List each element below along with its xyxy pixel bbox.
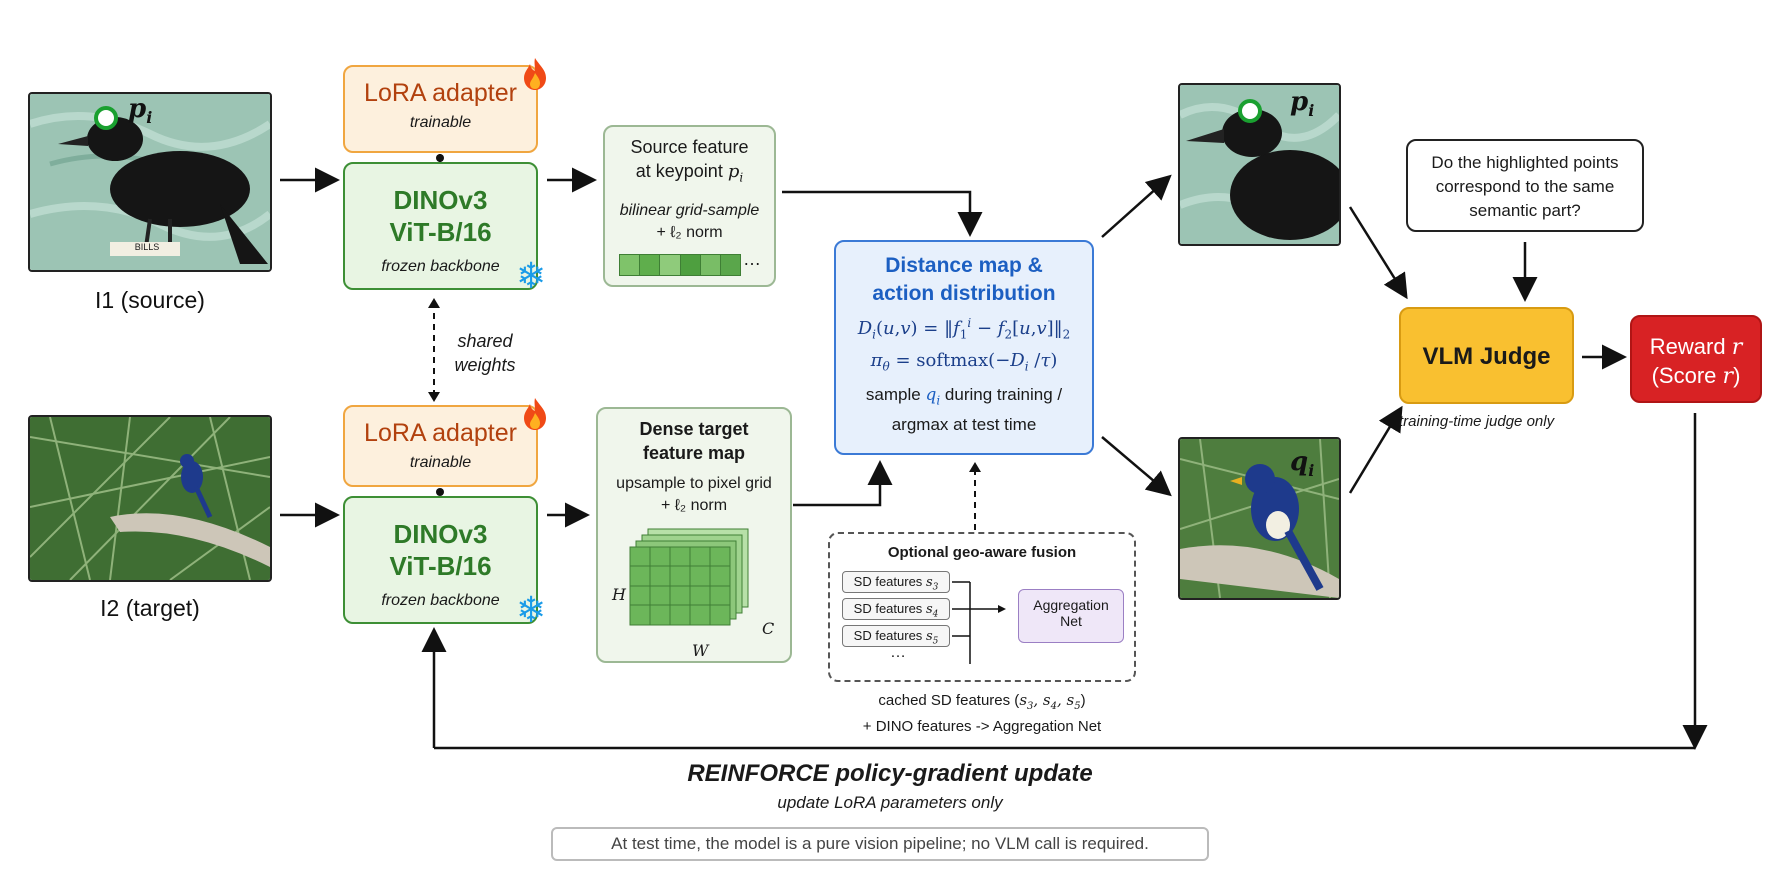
distance-sample3: argmax at test time	[891, 414, 1037, 434]
bluebird-picture	[30, 417, 270, 580]
test-time-note: At test time, the model is a pure vision…	[551, 827, 1209, 861]
arrow-source-feature-to-distance	[782, 190, 983, 237]
keypoint-marker	[94, 106, 118, 130]
update-subtitle: update LoRA parameters only	[777, 793, 1003, 812]
dense-title2: feature map	[642, 443, 746, 463]
source-feature-keypoint: pi	[727, 161, 744, 185]
dino-bottom-sub: frozen backbone	[381, 592, 500, 609]
feature-grid-icon	[629, 528, 749, 626]
vlm-judge-label: VLM Judge	[1422, 343, 1551, 370]
geo-fusion-box: Optional geo-aware fusion SD features s3…	[828, 532, 1136, 682]
crow-picture	[30, 94, 270, 270]
policy-equation: πθ = softmax(−Di /τ)	[870, 349, 1058, 374]
target-caption: I2 (target)	[100, 595, 200, 621]
source-image-highlighted: pi	[1178, 83, 1341, 246]
grid-w-label: W	[692, 641, 709, 660]
snowflake-icon: ❄	[516, 589, 547, 630]
dense-title1: Dense target	[639, 419, 749, 439]
lora-top-sub: trainable	[409, 114, 472, 131]
distance-equation: Di(u,v) = ‖f1i − f2[u,v]‖2	[857, 316, 1071, 342]
target-keypoint-label: qi	[1290, 447, 1315, 481]
distance-sample1: sample	[865, 385, 921, 405]
sd-ellipsis: …	[890, 644, 906, 661]
lora-bottom-title: LoRA adapter	[364, 419, 517, 447]
target-image	[28, 415, 272, 582]
source-feature-norm: + ℓ₂ norm	[656, 223, 723, 241]
keypoint-marker	[1238, 99, 1262, 123]
update-title: REINFORCE policy-gradient update	[687, 760, 1093, 787]
source-feature-sample: bilinear grid-sample	[619, 201, 760, 219]
dino-top-line2: ViT-B/16	[389, 217, 492, 247]
arrow-distance-to-source-image	[1101, 174, 1172, 238]
feature-ellipsis: …	[743, 249, 761, 269]
geo-title: Optional geo-aware fusion	[887, 544, 1077, 561]
target-image-highlighted: qi	[1178, 437, 1341, 600]
fire-icon	[524, 58, 546, 90]
source-feature-title1: Source feature	[630, 137, 749, 157]
arrow-target-image-to-judge	[1348, 405, 1403, 494]
source-feature-box: Source feature at keypoint pi bilinear g…	[603, 125, 776, 287]
keypoint-label: pi	[1290, 87, 1315, 121]
dense-sample: upsample to pixel grid	[616, 475, 772, 492]
lora-top-title: LoRA adapter	[364, 79, 517, 107]
grid-c-label: C	[762, 619, 775, 638]
dino-bottom-line1: DINOv3	[393, 519, 488, 549]
feature-vector	[619, 254, 741, 276]
distance-map-box: Distance map & action distribution Di(u,v…	[834, 240, 1094, 455]
dense-target-box: Dense target feature map upsample to pixe…	[596, 407, 792, 663]
source-caption: I1 (source)	[95, 287, 205, 313]
specimen-tag: BILLS	[134, 242, 160, 252]
sd-features-s5: SD features s5	[842, 625, 950, 647]
reward-box: Reward r(Score r)	[1630, 315, 1762, 403]
dino-top-line1: DINOv3	[393, 185, 488, 215]
source-feature-title2: at keypoint	[635, 161, 723, 181]
distance-sample2: during training /	[944, 385, 1063, 405]
arrow-source-image-to-judge	[1348, 206, 1408, 300]
fire-icon	[524, 398, 546, 430]
dino-bottom-line2: ViT-B/16	[389, 551, 492, 581]
distance-title1: Distance map &	[885, 254, 1043, 277]
source-image: BILLS pi	[28, 92, 272, 272]
snowflake-icon: ❄	[516, 255, 547, 296]
arrow-dense-map-to-distance	[793, 460, 893, 507]
lora-bottom-sub: trainable	[409, 454, 472, 471]
sd-merge-connector	[952, 581, 1006, 664]
judge-note: training-time judge only	[1399, 413, 1555, 430]
sd-features-s4: SD features s4	[842, 598, 950, 620]
arrow-distance-to-target-image	[1101, 436, 1172, 497]
lora-adapter-top: LoRA adapter trainable	[343, 65, 538, 153]
dense-norm: + ℓ₂ norm	[660, 497, 728, 514]
lora-adapter-bottom: LoRA adapter trainable	[343, 405, 538, 487]
sd-features-s3: SD features s3	[842, 571, 950, 593]
distance-title2: action distribution	[872, 282, 1056, 305]
dino-top-sub: frozen backbone	[381, 258, 500, 275]
grid-h-label: H	[612, 585, 626, 604]
keypoint-label: pi	[128, 94, 153, 128]
geo-note: cached SD features (s3, s4, s5)+ DINO fe…	[862, 691, 1102, 735]
vlm-judge-box: VLM Judge	[1399, 307, 1574, 404]
